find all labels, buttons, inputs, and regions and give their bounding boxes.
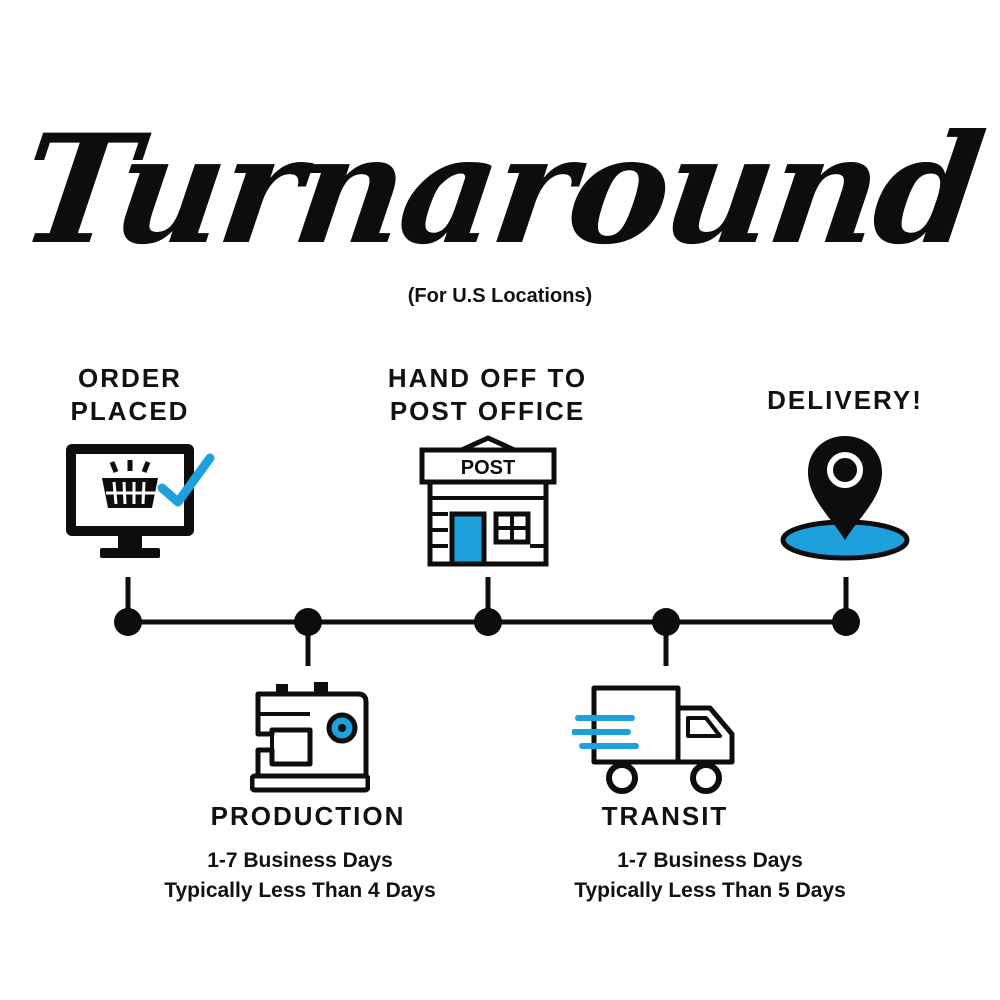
- post-sign-text: POST: [461, 457, 515, 479]
- sewing-machine-icon: [250, 680, 370, 796]
- timeline-node-post: [474, 608, 502, 636]
- transit-typical: Typically Less Than 5 Days: [574, 879, 846, 902]
- computer-cart-checkmark-icon: [62, 440, 217, 565]
- transit-duration: 1-7 Business Days: [617, 849, 803, 872]
- timeline-node-order: [114, 608, 142, 636]
- stage-label-order-placed: Order Placed: [70, 363, 190, 426]
- stage-label-hand-off: Hand Off To Post Office: [355, 362, 620, 428]
- stage-label-production: Production: [210, 801, 406, 831]
- post-office-icon: POST: [418, 434, 558, 568]
- page-subtitle: (For U.S Locations): [407, 285, 593, 307]
- location-pin-icon: [778, 432, 912, 562]
- stage-label-delivery: Delivery!: [767, 385, 923, 415]
- stage-label-hand-off-text: Hand Off To Post Office: [387, 363, 588, 426]
- production-typical: Typically Less Than 4 Days: [164, 879, 436, 902]
- timeline-node-production: [294, 608, 322, 636]
- timeline-node-delivery: [832, 608, 860, 636]
- delivery-truck-icon: [572, 684, 740, 796]
- timeline-node-transit: [652, 608, 680, 636]
- stage-label-transit: Transit: [601, 801, 729, 831]
- production-duration: 1-7 Business Days: [207, 849, 393, 872]
